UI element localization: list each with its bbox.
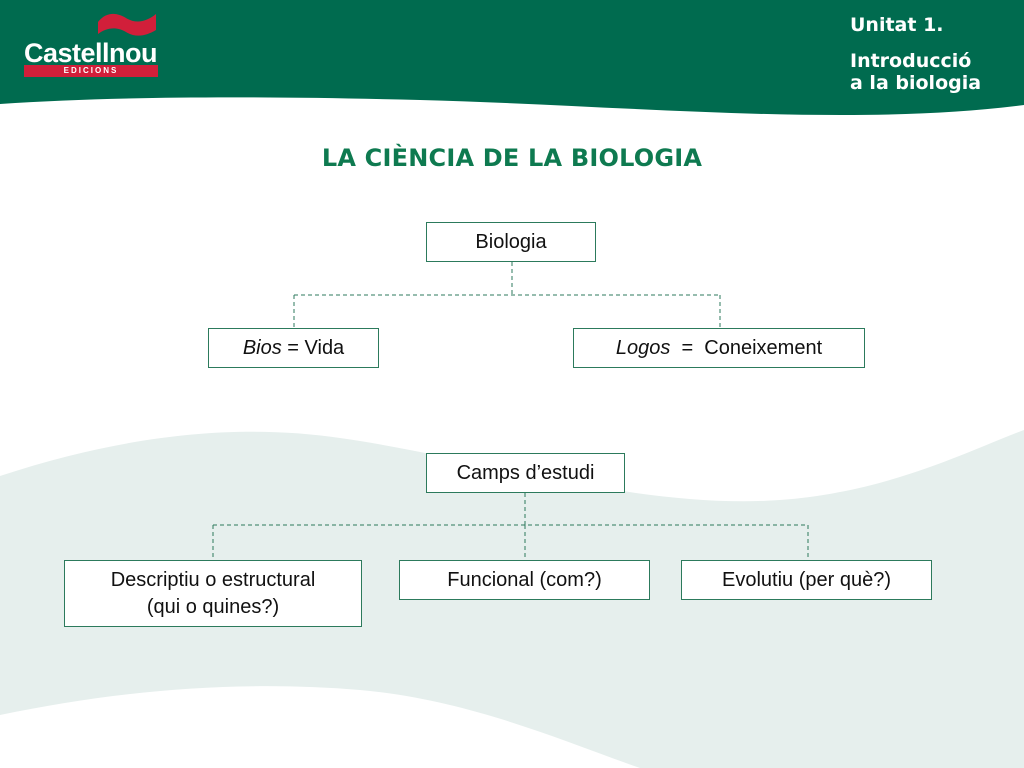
bottom-white-wave (0, 686, 640, 768)
box-evolutiu: Evolutiu (per què?) (681, 560, 932, 600)
evolutiu-label: Evolutiu (per què?) (722, 568, 891, 591)
logos-term: Logos (615, 336, 671, 359)
bios-meaning: Vida (304, 336, 345, 359)
unit-title: Unitat 1. (850, 14, 944, 36)
logo-name: Castellnou (24, 38, 158, 68)
box-bios: Bios = Vida (208, 328, 379, 368)
funcional-label: Funcional (com?) (447, 568, 602, 591)
unit-header: Unitat 1. Introducció a la biologia (850, 14, 981, 94)
box-funcional: Funcional (com?) (399, 560, 650, 600)
box-camps-label: Camps d’estudi (456, 461, 595, 484)
page-title: LA CIÈNCIA DE LA BIOLOGIA (321, 144, 703, 172)
logos-equals: = (670, 336, 705, 359)
flag-icon (98, 13, 156, 36)
bios-equals: = (281, 336, 305, 359)
castellnou-logo: Castellnou EDICIONS (22, 8, 162, 78)
descriptiu-line2: (qui o quines?) (146, 595, 280, 618)
unit-subtitle-line2: a la biologia (850, 72, 982, 94)
descriptiu-line1: Descriptiu o estructural (110, 568, 316, 591)
unit-subtitle-line1: Introducció (850, 50, 972, 72)
box-descriptiu: Descriptiu o estructural (qui o quines?) (64, 560, 362, 627)
bios-term: Bios (242, 336, 282, 359)
box-camps-estudi: Camps d’estudi (426, 453, 625, 493)
header-band (0, 0, 1024, 116)
logo-bar (24, 65, 158, 77)
logos-meaning: Coneixement (704, 336, 823, 359)
box-logos: Logos = Coneixement (573, 328, 865, 368)
logo-sub: EDICIONS (63, 66, 119, 75)
box-biologia-label: Biologia (475, 230, 547, 253)
box-biologia: Biologia (426, 222, 596, 262)
